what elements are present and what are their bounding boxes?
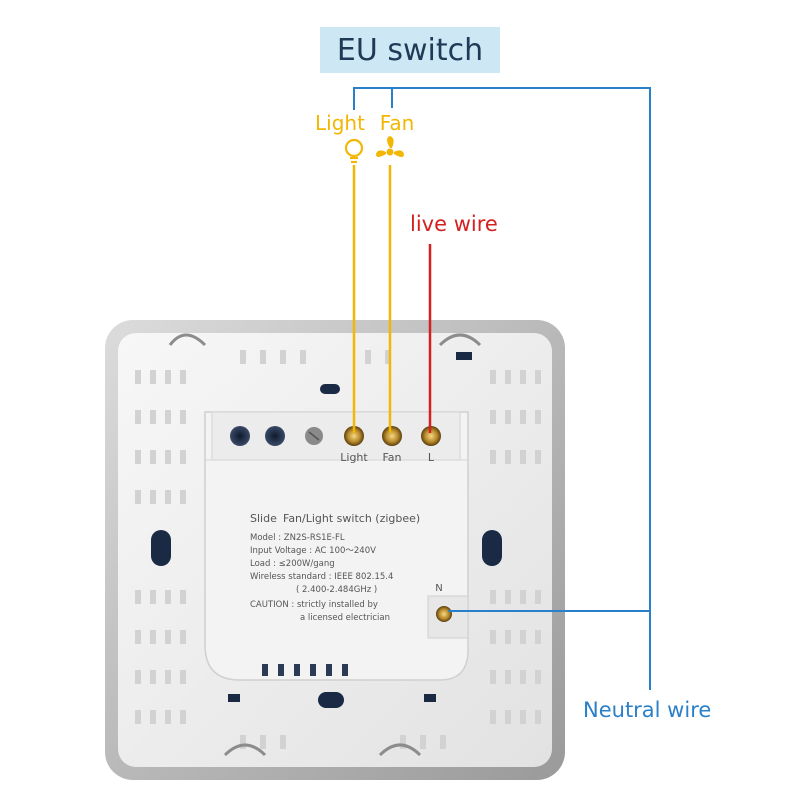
switch-plate: Light Fan L Slide Fan/Light switch (zigb… <box>105 320 565 780</box>
terminal-live <box>421 426 441 446</box>
live-wire-label: live wire <box>410 212 498 236</box>
title: EU switch <box>337 33 483 68</box>
mount-slot-bottom <box>318 692 344 708</box>
module-caution-1: CAUTION : strictly installed by <box>250 600 378 610</box>
module-load: Load : ≤200W/gang <box>250 559 335 569</box>
load-label-light: Light <box>315 111 365 135</box>
terminal-label-live: L <box>428 451 435 464</box>
mount-slot-top-right <box>456 352 472 360</box>
terminal-light <box>344 426 364 446</box>
module-caution-2: a licensed electrician <box>300 613 390 623</box>
title-box <box>320 27 500 73</box>
terminal-label-neutral: N <box>435 583 442 594</box>
clip-bottom-right <box>378 743 422 757</box>
terminal-neutral <box>436 606 452 622</box>
module-label: Slide Fan/Light switch (zigbee) Model : … <box>250 512 420 623</box>
neutral-wire <box>353 87 651 612</box>
mount-slot-top <box>320 384 340 394</box>
terminal-label-light: Light <box>340 451 368 464</box>
module-body <box>204 411 469 681</box>
mount-slot-right <box>482 530 502 566</box>
fan-icon <box>376 136 404 157</box>
mount-slot-bottom-left <box>228 694 240 702</box>
clip-bottom-left <box>223 743 267 757</box>
module-product: Fan/Light switch (zigbee) <box>283 512 420 525</box>
module-model: Model : ZN2S-RS1E-FL <box>250 533 345 543</box>
clip-top-right <box>438 333 482 347</box>
mount-slot-left <box>151 530 171 566</box>
module-frequency: ( 2.400-2.484GHz ) <box>296 585 377 595</box>
module-wireless: Wireless standard : IEEE 802.15.4 <box>250 572 393 582</box>
terminal-hole-2 <box>265 426 285 446</box>
lightbulb-icon <box>344 138 364 164</box>
terminal-fan <box>382 426 402 446</box>
vent-slots <box>135 350 541 749</box>
module-input-voltage: Input Voltage : AC 100～240V <box>250 546 376 556</box>
terminal-label-fan: Fan <box>382 451 401 464</box>
module-vents <box>262 664 348 676</box>
module-brand: Slide <box>250 512 277 525</box>
load-label-fan: Fan <box>380 111 415 135</box>
terminal-block <box>211 411 461 461</box>
clip-top-left <box>168 333 207 347</box>
neutral-wire-label: Neutral wire <box>583 698 711 722</box>
terminal-hole-1 <box>230 426 250 446</box>
mount-slot-bottom-right <box>424 694 436 702</box>
